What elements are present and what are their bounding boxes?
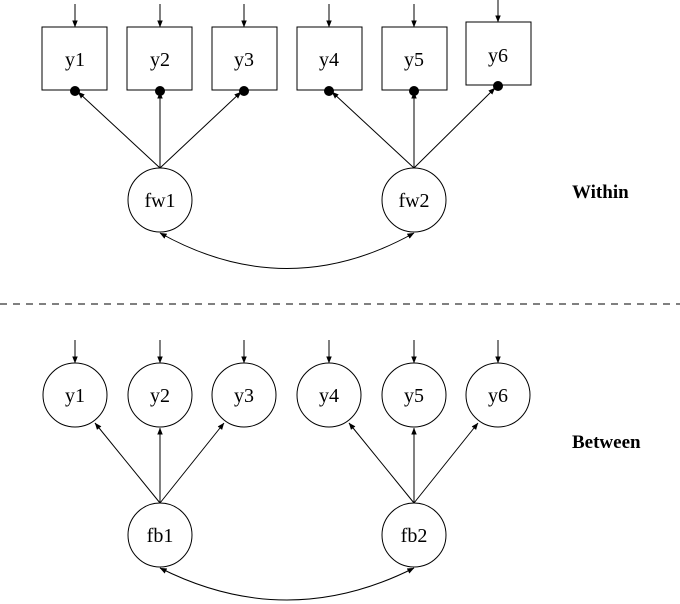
within-indicator-label: y5 [404, 49, 424, 71]
within-random-intercept-dot-y5 [409, 86, 419, 96]
within-random-intercept-dot-y4 [324, 86, 334, 96]
within-loading-arrow-fw1-y1 [77, 91, 161, 169]
between-factor-covariance-arrow [159, 567, 415, 601]
within-level: y1 y2 y3 y4 y5 y6 [41, 0, 629, 269]
within-factor-fw2: fw2 [381, 167, 447, 233]
between-indicator-y2: y2 [127, 362, 193, 428]
within-random-intercept-dot-y2 [155, 86, 165, 96]
within-factor-label: fw2 [398, 190, 429, 212]
within-indicator-label: y6 [488, 45, 508, 67]
between-indicator-label: y5 [404, 385, 424, 407]
between-indicator-label: y3 [234, 385, 254, 407]
within-level-label: Within [572, 182, 629, 203]
within-indicator-y5: y5 [381, 26, 448, 91]
within-indicator-y6: y6 [465, 21, 532, 86]
between-factor-fb2: fb2 [381, 502, 447, 568]
between-loading-arrow-fb1-y3 [159, 422, 225, 504]
between-factor-label: fb2 [401, 525, 428, 547]
between-indicator-y3: y3 [211, 362, 277, 428]
between-indicator-y5: y5 [381, 362, 447, 428]
within-indicator-y3: y3 [211, 26, 278, 91]
between-indicator-y1: y1 [42, 362, 108, 428]
between-indicator-label: y1 [65, 385, 85, 407]
within-indicator-label: y3 [234, 49, 254, 71]
between-indicator-y6: y6 [465, 362, 531, 428]
between-loading-arrow-fb2-y6 [413, 422, 479, 504]
between-indicator-label: y6 [488, 385, 508, 407]
within-factor-covariance-arrow [159, 232, 415, 269]
between-factor-label: fb1 [147, 525, 174, 547]
between-loading-arrow-fb1-y1 [94, 422, 161, 504]
within-loading-arrow-fw2-y4 [331, 91, 415, 169]
within-factor-label: fw1 [144, 190, 175, 212]
within-loading-arrow-fw1-y3 [159, 91, 242, 169]
within-random-intercept-dot-y1 [70, 86, 80, 96]
between-level-label: Between [572, 432, 641, 453]
within-indicator-label: y2 [150, 49, 170, 71]
within-indicator-label: y4 [319, 49, 339, 71]
between-factor-fb1: fb1 [127, 502, 193, 568]
between-indicator-label: y2 [150, 385, 170, 407]
between-indicator-y4: y4 [296, 362, 362, 428]
within-loading-arrow-fw2-y6 [413, 87, 496, 169]
within-factor-fw1: fw1 [127, 167, 193, 233]
between-loading-arrow-fb2-y4 [348, 422, 415, 504]
between-level: y1 y2 y3 y4 y5 y6 fb [42, 340, 641, 601]
within-indicator-y4: y4 [296, 26, 363, 91]
between-indicator-label: y4 [319, 385, 339, 407]
within-random-intercept-dot-y3 [239, 86, 249, 96]
within-indicator-label: y1 [65, 49, 85, 71]
within-indicator-y1: y1 [41, 26, 108, 91]
within-indicator-y2: y2 [126, 26, 193, 91]
within-random-intercept-dot-y6 [493, 81, 503, 91]
